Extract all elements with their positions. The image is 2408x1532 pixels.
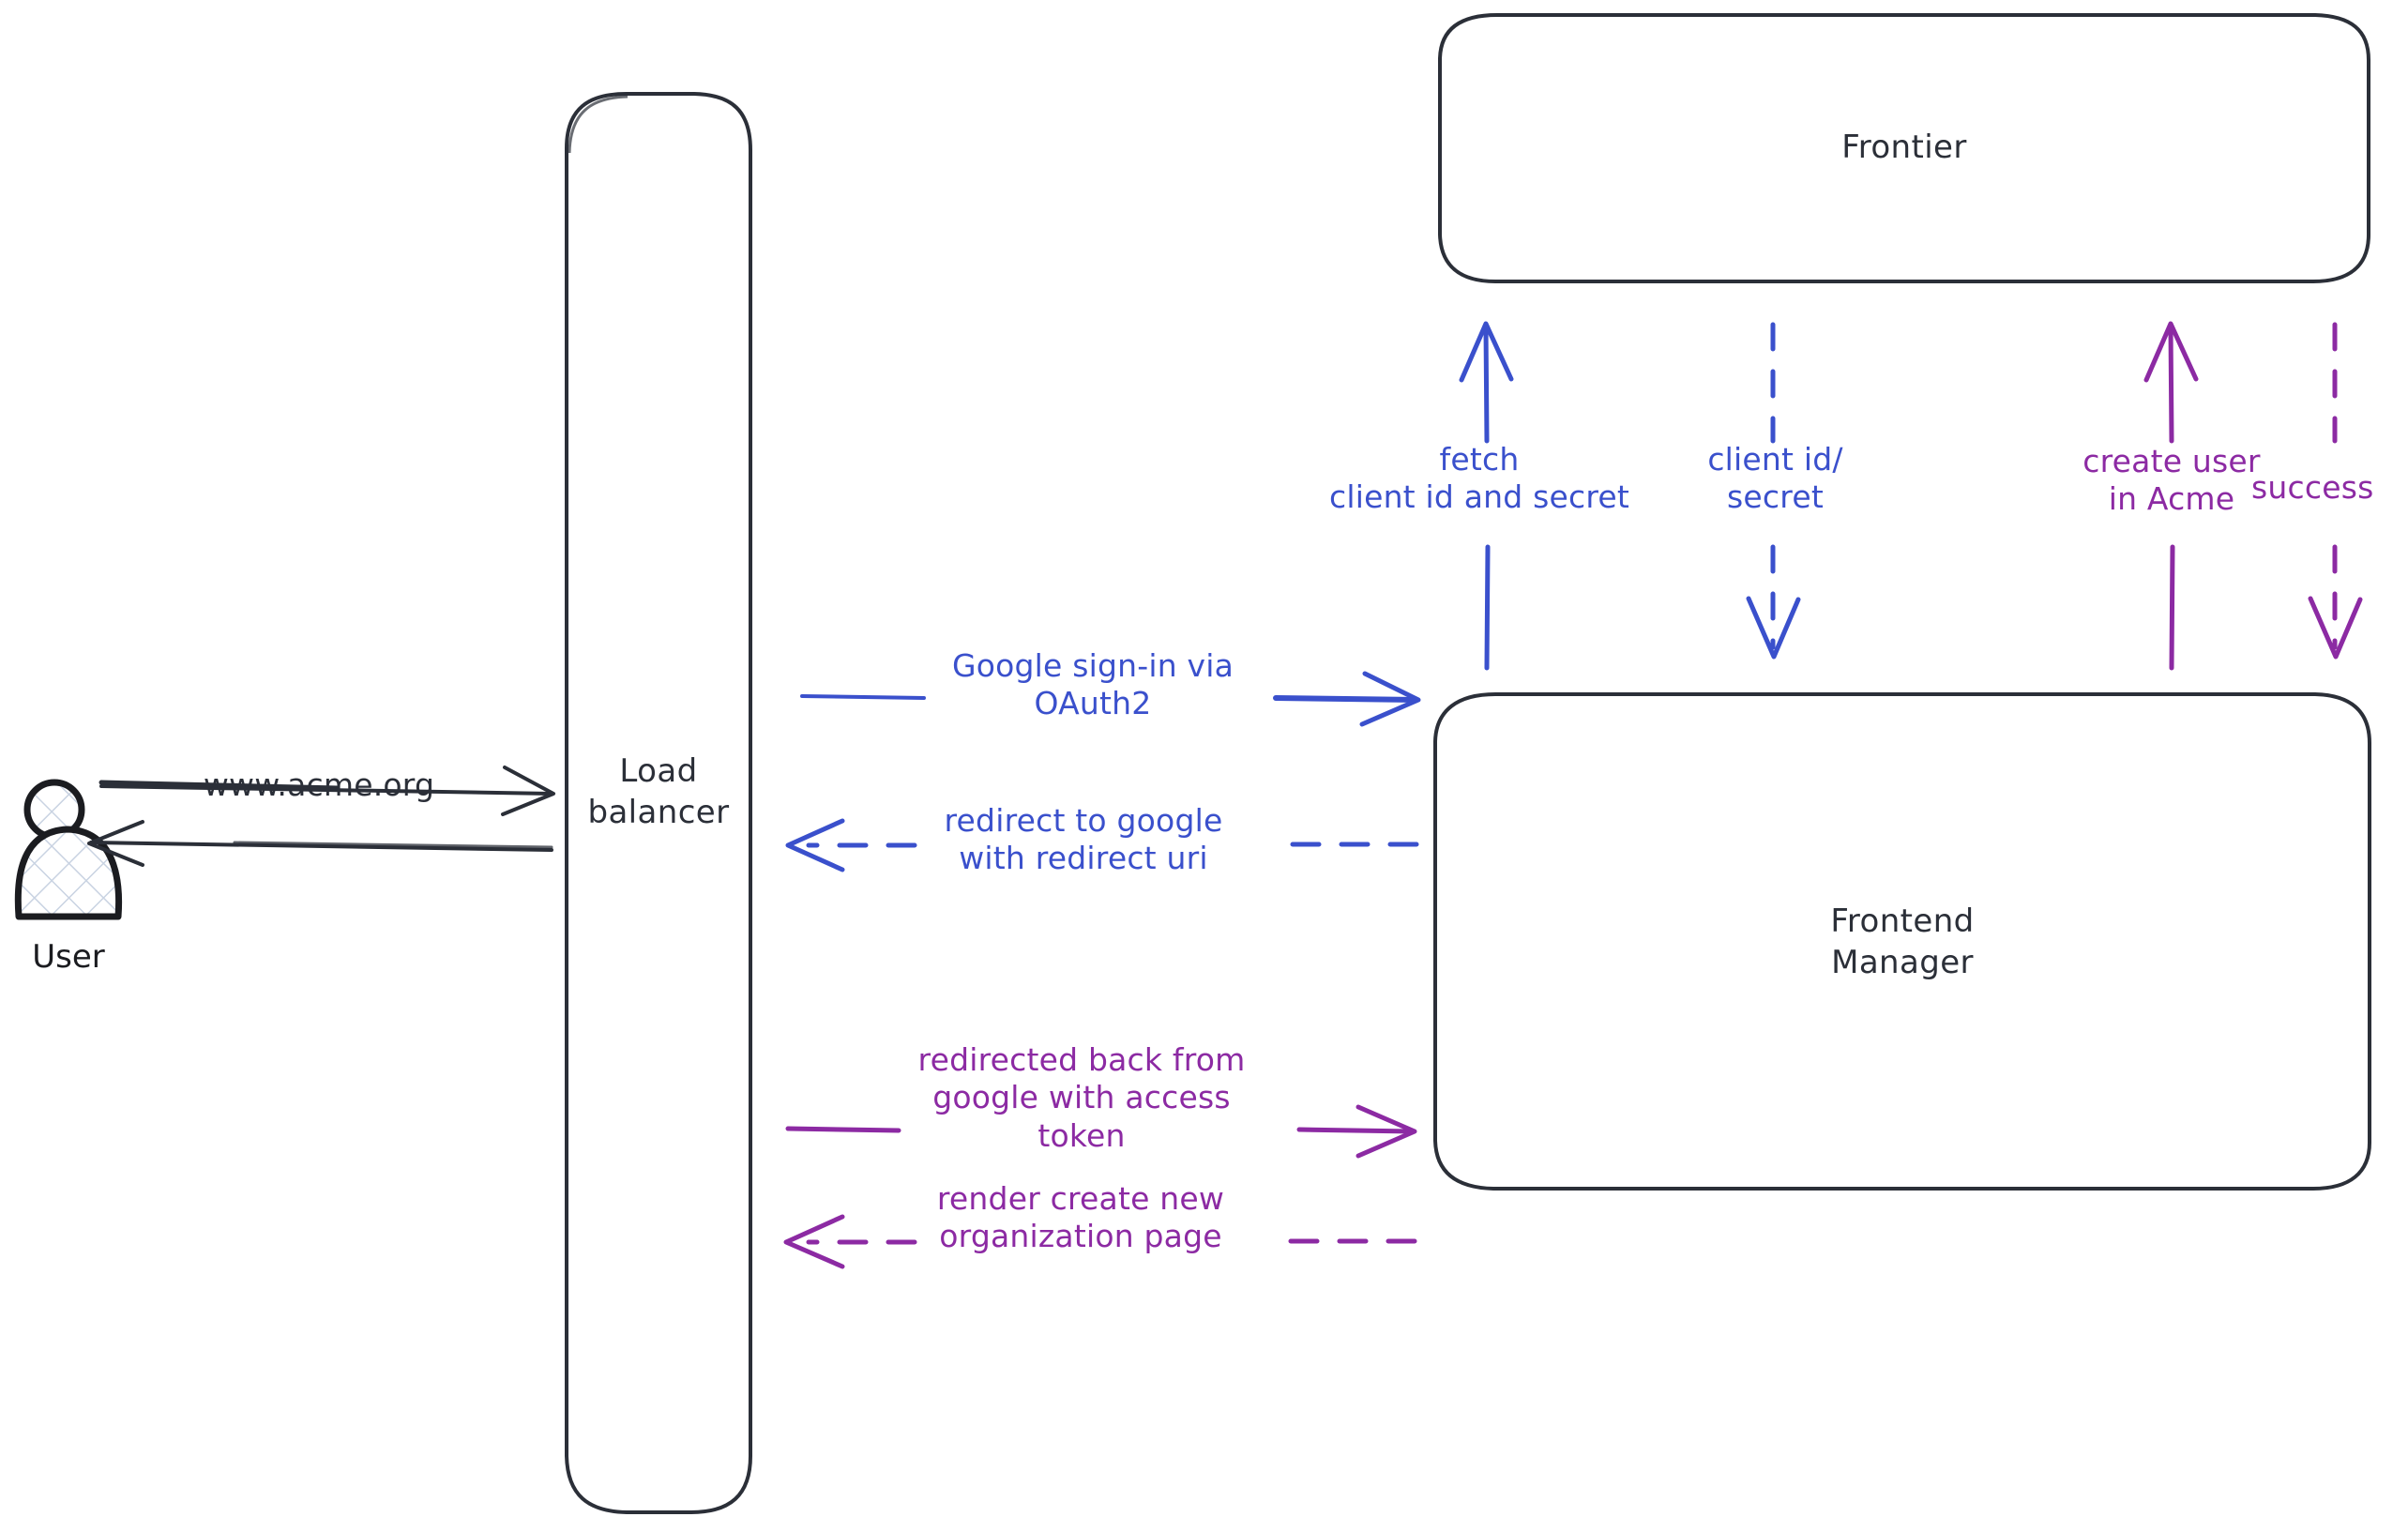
user-actor-caption: User: [32, 938, 105, 976]
edge-label-redirected-back: redirected back from google with access …: [917, 1041, 1246, 1154]
edge-label-redirect-to-google: redirect to google with redirect uri: [944, 802, 1223, 877]
edge-lb-to-user: [87, 820, 553, 867]
edge-label-client-id-secret: client id/ secret: [1707, 441, 1843, 516]
edge-label-google-signin: Google sign-in via OAuth2: [951, 647, 1234, 722]
edge-lb-to-fm-token: [785, 1104, 1417, 1159]
edge-frontier-to-fm-success: [2308, 322, 2363, 660]
edge-frontier-to-fm-clientid: [1746, 322, 1801, 660]
user-actor-icon: [14, 779, 123, 920]
frontier-node[interactable]: [1438, 13, 2370, 283]
edge-label-render-create-org: render create new organization page: [936, 1180, 1225, 1255]
edge-fm-to-frontier-fetch: [1459, 321, 1514, 671]
edge-label-success: success: [2251, 469, 2374, 506]
edge-label-create-user-acme: create user in Acme: [2082, 443, 2261, 518]
load-balancer-node[interactable]: [565, 92, 752, 1514]
edge-label-fetch-client-id: fetch client id and secret: [1328, 441, 1630, 516]
edge-label-user-to-lb: www.acme.org: [203, 766, 435, 803]
edge-fm-to-frontier-createuser: [2143, 321, 2199, 671]
edge-lb-to-fm-signin: [800, 671, 1421, 727]
frontend-manager-node[interactable]: [1433, 692, 2371, 1191]
edge-fm-to-lb-redirect: [785, 818, 1419, 872]
edge-user-to-lb: [98, 766, 555, 816]
edge-fm-to-lb-render: [783, 1214, 1417, 1269]
